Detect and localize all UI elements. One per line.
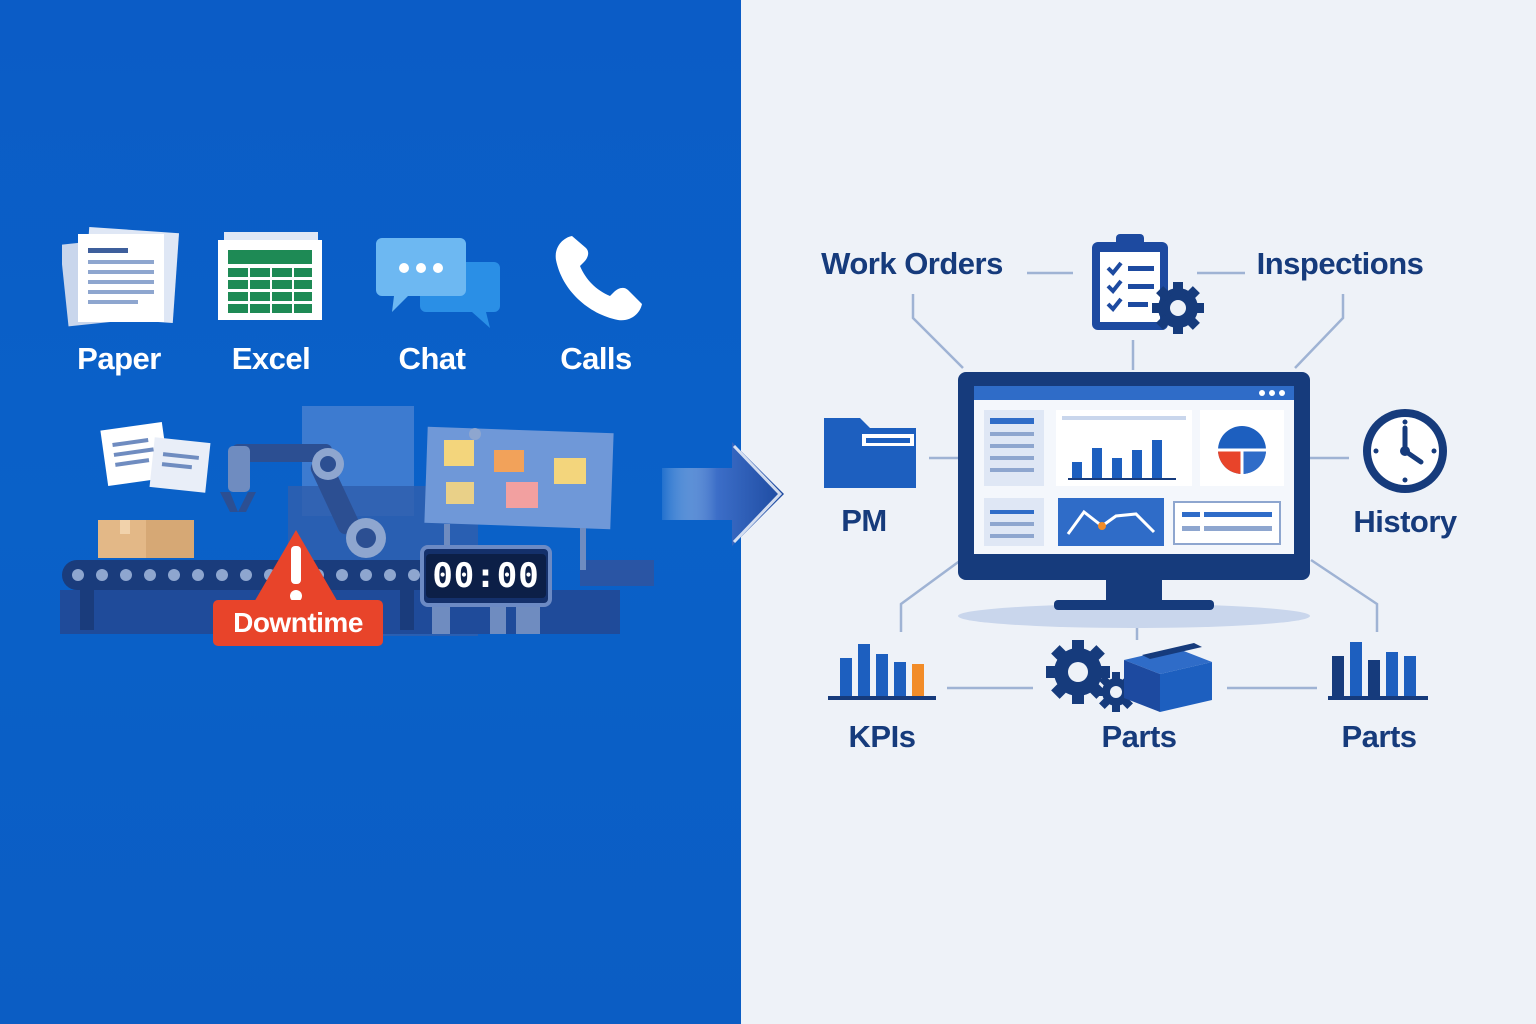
node-label-history: History (1353, 504, 1457, 539)
node-label-inspections: Inspections (1256, 246, 1424, 281)
connector-lines (741, 0, 1536, 1024)
warning-triangle-icon (246, 530, 346, 616)
phone-icon (552, 232, 648, 324)
source-label-calls: Calls (560, 341, 632, 376)
node-label-kpis: KPIs (848, 719, 916, 754)
clipboard-checklist-icon (1088, 232, 1208, 336)
node-label-parts-right: Parts (1341, 719, 1417, 754)
large-gear-icon (1046, 640, 1110, 704)
cardboard-boxes-icon (98, 520, 194, 558)
folder-icon (822, 412, 922, 492)
source-label-excel: Excel (231, 341, 311, 376)
source-label-chat: Chat (398, 341, 466, 376)
gear-icon (1152, 282, 1204, 334)
timer-readout: 00:00 (426, 554, 546, 598)
dashboard-monitor-icon (944, 370, 1324, 632)
gears-and-box-icon (1046, 640, 1216, 716)
scattered-papers-icon (100, 421, 211, 493)
robot-arm-icon (220, 444, 386, 558)
paper-documents-icon (62, 224, 182, 328)
node-label-pm: PM (841, 503, 887, 538)
sticky-note-board-icon (424, 426, 614, 570)
parts-bar-chart-icon (1326, 640, 1430, 704)
downtime-timer: 00:00 (420, 545, 552, 607)
clock-icon (1357, 404, 1453, 498)
node-label-parts-center: Parts (1101, 719, 1177, 754)
parts-box-icon (1124, 643, 1212, 712)
kpi-bar-chart-icon (826, 640, 938, 704)
downtime-alert-badge: Downtime (213, 600, 383, 646)
transition-arrow-icon (660, 438, 790, 550)
spreadsheet-icon (216, 232, 326, 322)
source-label-paper: Paper (77, 341, 161, 376)
node-label-work-orders: Work Orders (821, 246, 1003, 281)
chat-bubbles-icon (374, 236, 504, 332)
